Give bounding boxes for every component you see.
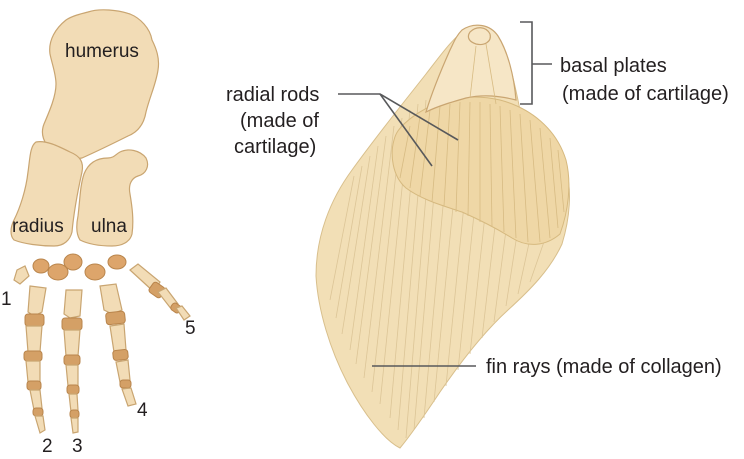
digit-label-5: 5 <box>185 318 196 339</box>
radial-rods-line-1: radial rods <box>226 84 319 106</box>
basal-plates-line-1: basal plates <box>560 55 667 77</box>
digit-1 <box>14 266 29 284</box>
digit-3 <box>62 290 82 433</box>
radial-rods-label: radial rods (made of cartilage) <box>226 84 325 158</box>
radial-rods-line-3: cartilage) <box>234 136 316 158</box>
digit-label-1: 1 <box>1 289 12 310</box>
humerus-label: humerus <box>65 41 139 62</box>
carpal-bone <box>85 264 105 280</box>
digit-4 <box>100 284 136 406</box>
digit-label-4: 4 <box>137 400 148 421</box>
basal-plate-knob <box>468 28 490 45</box>
lobe-fin: radial rods (made of cartilage) basal pl… <box>226 22 729 448</box>
carpal-bone <box>108 255 126 269</box>
digit-label-3: 3 <box>72 436 83 454</box>
digit-5 <box>130 264 190 320</box>
radial-rods-line-2: (made of <box>240 110 319 132</box>
carpal-bone <box>48 264 68 280</box>
digit-2 <box>24 286 46 433</box>
radius-label: radius <box>12 216 64 237</box>
fin-rays-label: fin rays (made of collagen) <box>486 356 722 378</box>
basal-plates-label: basal plates (made of cartilage) <box>560 55 729 105</box>
basal-plates-line-2: (made of cartilage) <box>562 83 729 105</box>
humerus-bone <box>42 10 158 159</box>
basal-plates-bracket <box>520 22 532 104</box>
ulna-label: ulna <box>91 216 127 237</box>
carpal-bone <box>33 259 49 273</box>
tetrapod-limb: humerus radius ulna 1 2 3 4 5 <box>1 10 196 454</box>
digit-label-2: 2 <box>42 436 53 454</box>
